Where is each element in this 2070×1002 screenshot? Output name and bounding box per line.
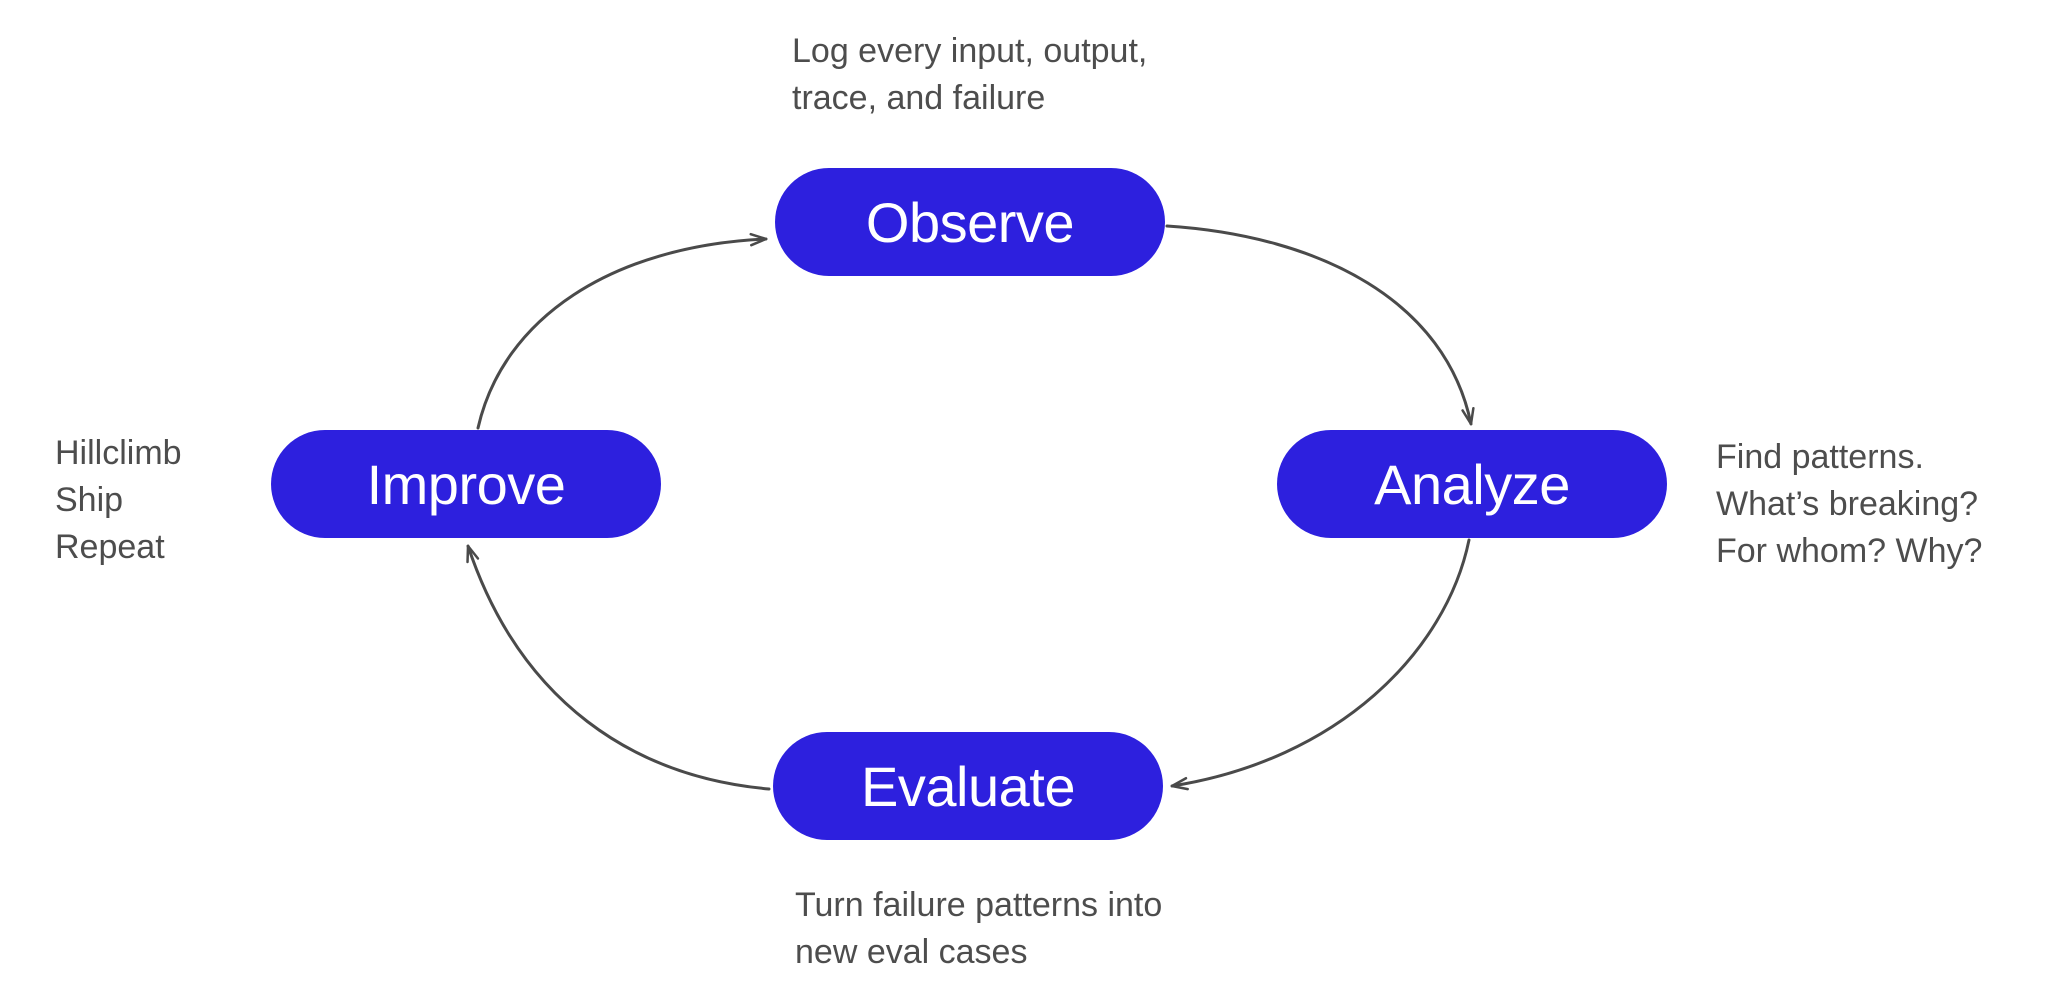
annotation-line: Hillclimb [55,434,182,472]
annotation-line: For whom? Why? [1716,532,1983,570]
node-observe-label: Observe [865,190,1075,254]
annotation-line: Find patterns. [1716,438,1924,476]
annotation-line: Log every input, output, [792,32,1148,70]
annotation-improve: Hillclimb Ship Repeat [55,430,182,571]
annotation-analyze: Find patterns. What’s breaking? For whom… [1716,434,1982,575]
arrow-observe-to-analyze [1165,224,1475,426]
arrow-improve-to-observe [476,232,768,430]
node-observe: Observe [775,168,1165,276]
annotation-line: Repeat [55,528,165,566]
annotation-line: Ship [55,481,124,519]
annotation-line: Turn failure patterns into [795,886,1163,924]
arrow-evaluate-to-improve [466,544,771,791]
node-evaluate-label: Evaluate [861,754,1075,818]
node-analyze: Analyze [1277,430,1667,538]
arrow-analyze-to-evaluate [1170,538,1471,791]
annotation-line: new eval cases [795,933,1028,971]
annotation-observe: Log every input, output, trace, and fail… [792,28,1147,122]
node-analyze-label: Analyze [1374,452,1570,516]
annotation-line: trace, and failure [792,79,1046,117]
node-evaluate: Evaluate [773,732,1163,840]
annotation-line: What’s breaking? [1716,485,1979,523]
node-improve-label: Improve [366,452,566,516]
annotation-evaluate: Turn failure patterns into new eval case… [795,882,1162,976]
node-improve: Improve [271,430,661,538]
